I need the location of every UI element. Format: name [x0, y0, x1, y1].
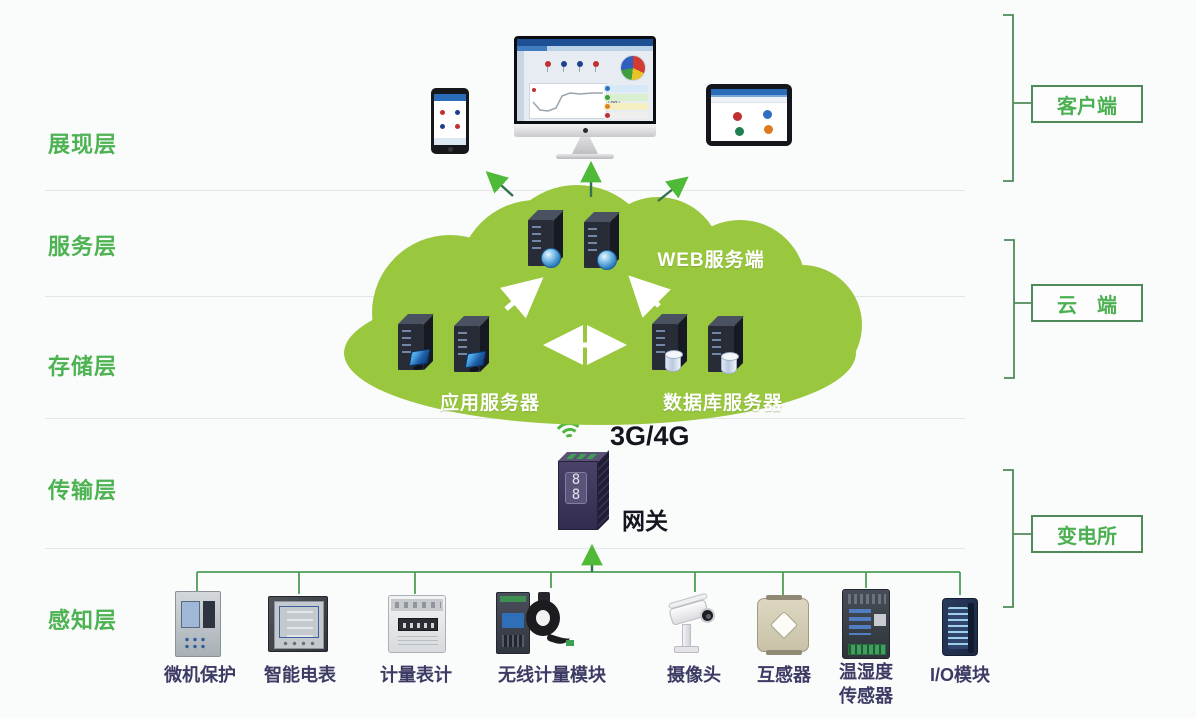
- dashboard-toolbar: [517, 46, 653, 51]
- phone-home-button: [447, 147, 453, 152]
- zone-box-substation: 变电所: [1031, 515, 1143, 553]
- web-server-tower: [584, 212, 620, 270]
- wireless-network-label: 3G/4G: [610, 421, 690, 451]
- device-protection-relay: [175, 591, 221, 657]
- monitor-base: [556, 154, 614, 159]
- status-dot-blue: [440, 124, 445, 129]
- dashboard-title-bar: [517, 39, 653, 46]
- web-server-tower: [528, 210, 564, 268]
- trend-line: [532, 88, 603, 112]
- layer-label-perception: 感知层: [48, 608, 118, 633]
- device-label: 互感器: [757, 665, 811, 685]
- status-dot-red: [455, 124, 460, 129]
- monitor-panel: 88: [514, 36, 656, 124]
- status-dot-green: [735, 127, 744, 136]
- apple-logo-icon: [582, 128, 588, 133]
- app-server-label: 应用服务器: [439, 393, 540, 414]
- tablet-toolbar: [711, 97, 787, 103]
- status-dot-red: [593, 61, 599, 72]
- gateway-device: 88: [556, 450, 612, 530]
- gateway-led-display: 88: [565, 472, 587, 504]
- gateway-side: [598, 450, 609, 530]
- status-dot-orange: [764, 125, 773, 134]
- layer-divider: [45, 418, 965, 419]
- database-icon: [721, 352, 739, 374]
- pie-chart: [620, 55, 646, 81]
- monitor-screen: 88: [517, 39, 653, 121]
- desktop-monitor: 88: [514, 36, 656, 159]
- layer-divider: [45, 190, 965, 191]
- app-server-tower: [398, 314, 434, 372]
- layer-label-presentation: 展现层: [48, 132, 118, 157]
- status-row: [604, 103, 648, 110]
- zone-label-cloud: 云 端: [1057, 294, 1117, 317]
- layer-divider: [45, 548, 965, 549]
- device-metering-meter: [388, 595, 446, 653]
- layer-divider: [45, 296, 965, 297]
- web-server-label: WEB服务端: [657, 250, 765, 271]
- device-wireless-metering-module: [496, 588, 576, 658]
- layer-label-transport: 传输层: [48, 478, 118, 503]
- status-row: [604, 85, 648, 92]
- device-label: 微机保护: [164, 665, 236, 685]
- monitor-stand: [572, 137, 598, 154]
- db-server-tower: [652, 314, 688, 372]
- status-row: [604, 112, 648, 119]
- tablet-screen: [711, 89, 787, 141]
- device-label: 无线计量模块: [498, 665, 606, 685]
- device-label: 智能电表: [264, 665, 336, 685]
- device-current-transformer: [757, 595, 809, 655]
- gateway-label: 网关: [622, 508, 668, 534]
- phone-screen: [434, 94, 466, 145]
- zone-box-client: 客户端: [1031, 85, 1143, 123]
- device-label: 计量表计: [380, 665, 452, 685]
- db-server-label: 数据库服务器: [662, 393, 783, 414]
- dashboard-sidebar: [517, 51, 524, 121]
- database-icon: [665, 350, 683, 372]
- device-io-module: [942, 598, 978, 656]
- globe-icon: [597, 250, 617, 270]
- zone-box-cloud: 云 端: [1031, 284, 1143, 322]
- layer-label-service: 服务层: [48, 234, 118, 259]
- device-label: 温湿度传感器: [839, 662, 893, 706]
- status-dot-blue: [577, 61, 583, 72]
- status-row: [604, 94, 648, 101]
- device-label: 摄像头: [667, 665, 721, 685]
- zone-label-client: 客户端: [1057, 95, 1117, 118]
- device-temp-humidity-sensor: [842, 589, 890, 659]
- status-dot-blue: [561, 61, 567, 72]
- layer-label-storage: 存储层: [48, 354, 118, 379]
- status-rows: [604, 85, 648, 121]
- status-dot-red: [545, 61, 551, 72]
- wifi-signal-icon: [551, 420, 588, 456]
- device-camera: [666, 592, 720, 658]
- status-dot-blue: [455, 110, 460, 115]
- status-dot-red: [733, 112, 742, 121]
- zone-label-substation: 变电所: [1057, 525, 1117, 548]
- phone-footer-bar: [434, 138, 466, 145]
- trend-chart: 88: [529, 83, 620, 119]
- status-dot-red: [440, 110, 445, 115]
- device-smart-meter: [268, 596, 328, 652]
- device-label: I/O模块: [929, 665, 990, 685]
- monitor-chin: [514, 124, 656, 137]
- status-dot-blue: [763, 110, 772, 119]
- app-server-tower: [454, 316, 490, 374]
- phone-header-bar: [434, 94, 466, 101]
- tablet-header-bar: [711, 89, 787, 97]
- tablet: [706, 84, 792, 146]
- smartphone: [431, 88, 469, 154]
- camera-lens: [700, 608, 715, 623]
- db-server-tower: [708, 316, 744, 374]
- globe-icon: [541, 248, 561, 268]
